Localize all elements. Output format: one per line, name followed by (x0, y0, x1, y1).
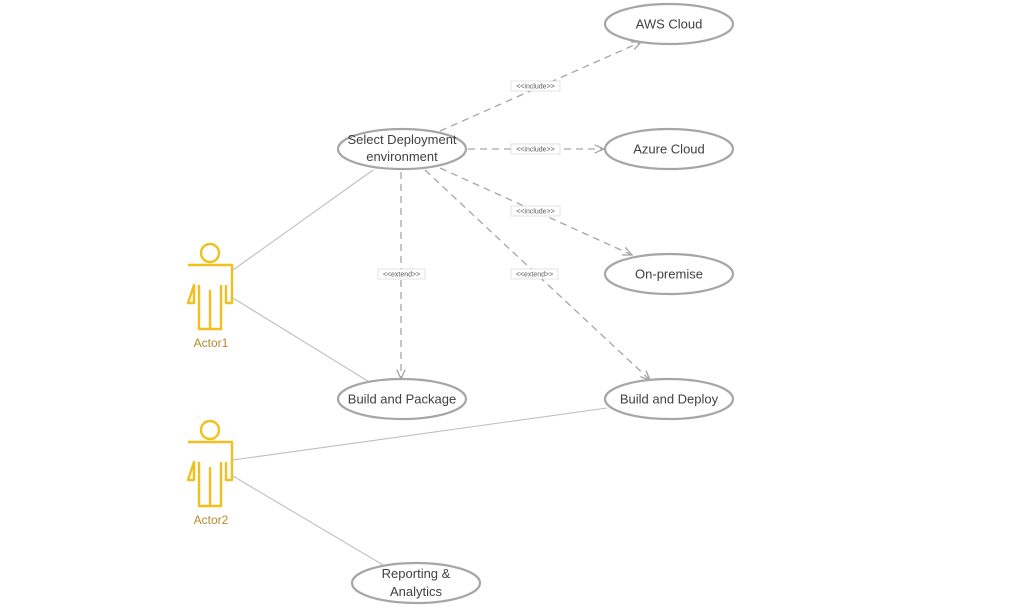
actor2-label: Actor2 (194, 513, 229, 527)
use-case-select-deployment[interactable]: Select Deployment environment (336, 127, 468, 171)
stereotype-include-aws: <<include>> (510, 80, 561, 92)
association-actor1-build-package (232, 297, 372, 384)
svg-text:<<extend>>: <<extend>> (516, 272, 553, 279)
stereotype-extend-deploy: <<extend>> (510, 268, 559, 280)
svg-text:<<include>>: <<include>> (516, 147, 555, 154)
svg-text:<<include>>: <<include>> (516, 209, 555, 216)
svg-text:Analytics: Analytics (390, 584, 443, 599)
actor1[interactable]: Actor1 (186, 242, 234, 350)
svg-text:On-premise: On-premise (635, 267, 703, 282)
actor2-figure-icon (186, 419, 234, 508)
association-actor1-select-deployment (232, 169, 374, 271)
use-case-reporting-analytics[interactable]: Reporting & Analytics (350, 561, 482, 605)
svg-text:environment: environment (366, 149, 438, 164)
actor2[interactable]: Actor2 (186, 419, 234, 527)
actor1-figure-icon (186, 242, 234, 331)
svg-text:Select Deployment: Select Deployment (347, 132, 456, 147)
extend-line-deploy (424, 169, 650, 380)
actor1-label: Actor1 (194, 336, 229, 350)
stereotype-include-onprem: <<include>> (510, 205, 561, 217)
svg-text:AWS Cloud: AWS Cloud (636, 17, 703, 32)
svg-text:Reporting &: Reporting & (382, 566, 451, 581)
svg-text:Build and Package: Build and Package (348, 392, 456, 407)
svg-text:<<extend>>: <<extend>> (383, 272, 420, 279)
svg-text:<<include>>: <<include>> (516, 84, 555, 91)
stereotype-include-azure: <<include>> (510, 143, 561, 155)
use-case-build-and-deploy[interactable]: Build and Deploy (603, 377, 735, 421)
association-actor2-reporting (232, 475, 384, 566)
stereotype-extend-package: <<extend>> (377, 268, 426, 280)
association-actor2-build-deploy (232, 407, 608, 461)
svg-text:Build and Deploy: Build and Deploy (620, 392, 719, 407)
use-case-aws-cloud[interactable]: AWS Cloud (603, 2, 735, 46)
svg-text:Azure Cloud: Azure Cloud (633, 142, 705, 157)
use-case-build-and-package[interactable]: Build and Package (336, 377, 468, 421)
use-case-on-premise[interactable]: On-premise (603, 252, 735, 296)
use-case-azure-cloud[interactable]: Azure Cloud (603, 127, 735, 171)
